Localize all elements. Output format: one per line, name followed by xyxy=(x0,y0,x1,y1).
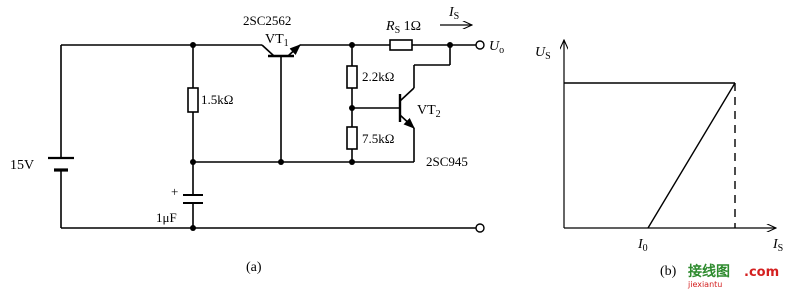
resistor-rs xyxy=(389,39,413,51)
capacitor-plus-label: + xyxy=(171,184,178,199)
resistor-1k5 xyxy=(187,45,199,162)
output-uo-label: Uo xyxy=(489,39,504,56)
resistor-2k2-label: 2.2kΩ xyxy=(362,69,394,84)
output-terminal-uo xyxy=(475,40,485,50)
resistor-7k5-label: 7.5kΩ xyxy=(362,131,394,146)
circuit-diagram: 15V 1.5kΩ + 1μF 2SC2562 V xyxy=(10,5,504,275)
vt1-name-label: VT1 xyxy=(265,32,289,49)
battery-voltage-label: 15V xyxy=(10,158,34,173)
junction-dots xyxy=(190,42,453,231)
vt2-part-label: 2SC945 xyxy=(426,154,468,169)
battery xyxy=(48,45,74,228)
watermark-brand-dotcom: .com xyxy=(744,265,779,280)
figure-a-caption: (a) xyxy=(246,260,262,275)
transistor-vt1 xyxy=(261,44,301,162)
y-axis-label: US xyxy=(535,45,551,62)
output-terminal-ground xyxy=(475,223,485,233)
characteristic-graph: US IS I0 (b) xyxy=(535,40,783,279)
divider-branch-wire xyxy=(346,45,358,162)
watermark-url: jiexiantu xyxy=(687,280,722,289)
transistor-vt2 xyxy=(352,45,451,162)
current-is-label: IS xyxy=(448,5,459,22)
foldback-slope-line xyxy=(647,82,736,229)
watermark-logo: 接线图 .com jiexiantu xyxy=(687,263,779,289)
rs-label: RS 1Ω xyxy=(385,19,421,36)
capacitor-1uf xyxy=(183,162,203,228)
x-axis-label: IS xyxy=(772,237,783,254)
capacitor-value-label: 1μF xyxy=(156,210,177,225)
figure-b-caption: (b) xyxy=(660,264,677,279)
resistor-1k5-label: 1.5kΩ xyxy=(201,92,233,107)
vt1-part-label: 2SC2562 xyxy=(243,13,291,28)
watermark-brand-cn: 接线图 xyxy=(688,263,730,280)
vt2-name-label: VT2 xyxy=(417,103,441,120)
i0-label: I0 xyxy=(637,237,648,254)
